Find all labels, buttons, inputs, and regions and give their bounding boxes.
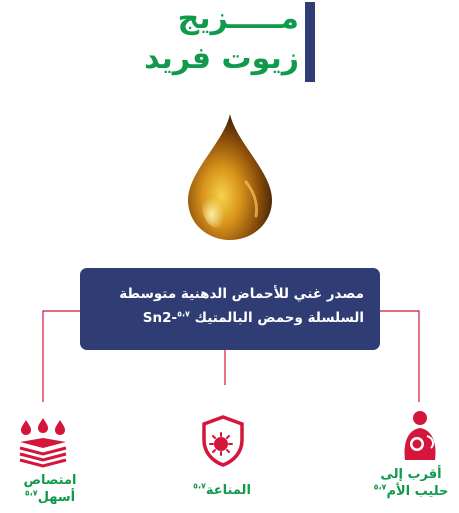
info-line-1: مصدر غني للأحماض الدهنية متوسطة xyxy=(119,286,364,302)
feature-label-easier-absorption: امتصاص أسهل٥،٧ xyxy=(0,472,100,506)
info-ref: ٥،٧ xyxy=(177,309,190,319)
title-accent-bar xyxy=(305,2,315,82)
info-line-2: السلسلة وحمض البالمتيك Sn2-٥،٧ xyxy=(90,306,364,330)
oil-drop-image xyxy=(186,112,274,242)
feature-2-ref: ٥،٧ xyxy=(193,481,206,491)
feature-2-line-1: المناعة xyxy=(205,483,251,498)
feature-1-ref: ٥،٧ xyxy=(373,482,387,492)
oil-drop-icon xyxy=(188,114,272,240)
info-sn2-label: Sn2-٥،٧ xyxy=(143,310,190,326)
immunity-shield-icon xyxy=(196,414,250,468)
absorption-layers-icon xyxy=(16,414,70,468)
info-line-2-text: السلسلة وحمض البالمتيك xyxy=(194,310,364,326)
feature-3-ref: ٥،٧ xyxy=(24,488,38,498)
feature-label-immunity: المناعة٥،٧ xyxy=(172,482,272,499)
feature-label-closer-to-mother-milk: أقرب إلى حليب الأم٥،٧ xyxy=(363,466,459,500)
mother-baby-icon xyxy=(393,408,447,462)
feature-1-line-2: حليب الأم xyxy=(386,484,449,499)
info-sn2-text: Sn2- xyxy=(142,310,178,326)
title-line-1: مـــــزيج xyxy=(177,1,299,36)
title-line-2: زيوت فريد xyxy=(144,41,299,76)
info-box: مصدر غني للأحماض الدهنية متوسطة السلسلة … xyxy=(80,268,380,350)
feature-3-line-2: أسهل xyxy=(37,490,76,505)
feature-1-line-1: أقرب إلى xyxy=(380,467,442,482)
feature-3-line-1: امتصاص xyxy=(23,473,77,488)
